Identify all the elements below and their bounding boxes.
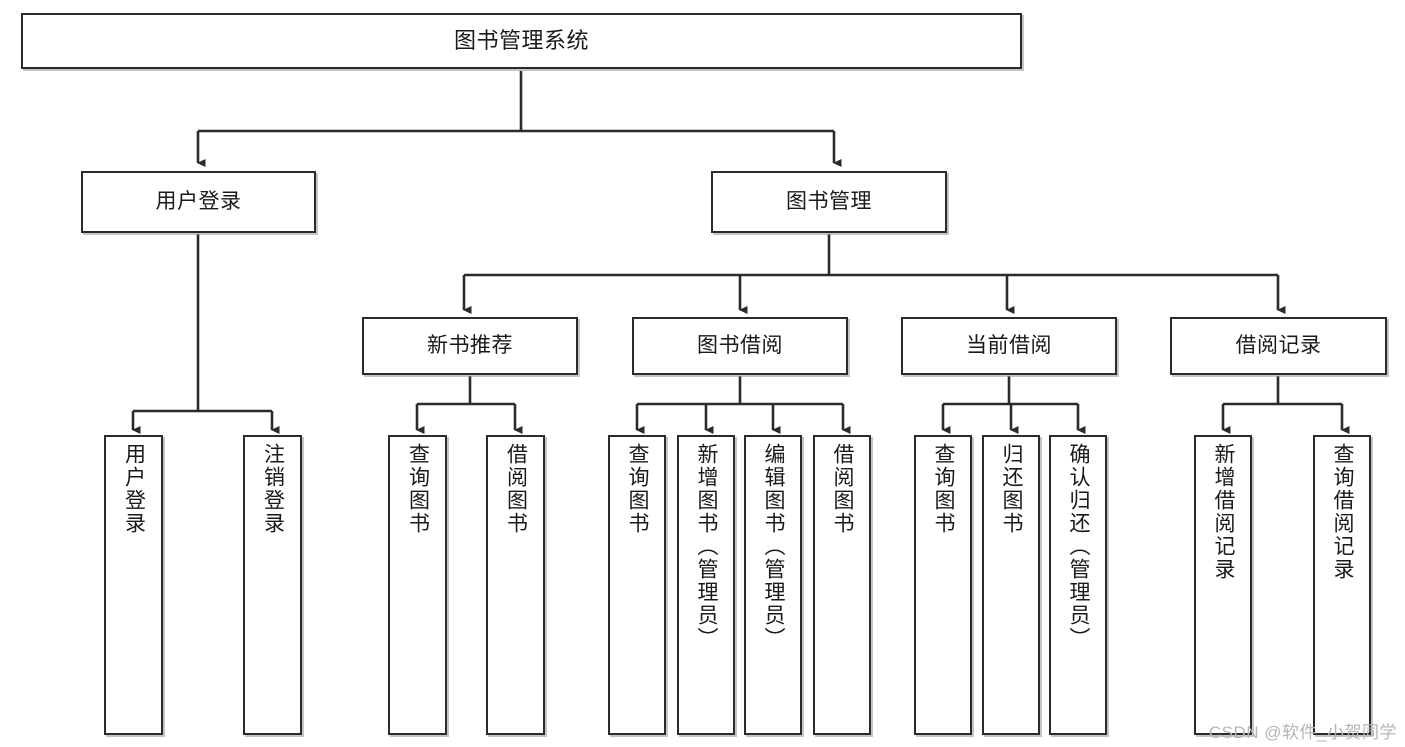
node-label: 查询图书 [626,443,650,535]
node-label: 编辑图书（管理员） [762,443,786,650]
node-label: 确认归还（管理员） [1067,443,1091,650]
leaf-query-books-borrow[interactable]: 查询图书 [608,435,666,735]
node-borrowing-records[interactable]: 借阅记录 [1170,317,1387,375]
leaf-query-books-current[interactable]: 查询图书 [914,435,972,735]
node-book-borrowing[interactable]: 图书借阅 [632,317,848,375]
node-label: 新增借阅记录 [1212,443,1236,581]
node-label: 注销登录 [261,443,285,535]
watermark-text: CSDN @软件_小贺同学 [1208,723,1397,742]
leaf-add-book-admin[interactable]: 新增图书（管理员） [677,435,735,735]
node-label: 新书推荐 [427,333,513,357]
node-label: 借阅记录 [1235,333,1322,357]
node-label: 新增图书（管理员） [695,443,719,650]
node-label: 用户登录 [122,443,146,535]
node-label: 查询借阅记录 [1331,443,1355,581]
node-label: 归还图书 [1000,443,1024,535]
leaf-user-login[interactable]: 用户登录 [104,435,163,735]
node-new-book-recommendation[interactable]: 新书推荐 [362,317,578,375]
leaf-return-books[interactable]: 归还图书 [982,435,1040,735]
leaf-query-borrow-record[interactable]: 查询借阅记录 [1313,435,1371,735]
node-label: 查询图书 [406,443,430,535]
leaf-query-books-new[interactable]: 查询图书 [388,435,447,735]
node-current-borrowing[interactable]: 当前借阅 [901,317,1117,375]
node-label: 图书借阅 [697,333,783,357]
node-label: 用户登录 [155,189,242,213]
leaf-borrow-books[interactable]: 借阅图书 [813,435,871,735]
node-label: 借阅图书 [504,443,528,535]
leaf-logout[interactable]: 注销登录 [243,435,302,735]
node-label: 图书管理 [786,189,872,213]
node-label: 图书管理系统 [453,28,589,54]
node-label: 借阅图书 [831,443,855,535]
node-book-management[interactable]: 图书管理 [711,171,947,233]
leaf-borrow-books-new[interactable]: 借阅图书 [486,435,545,735]
node-label: 当前借阅 [966,333,1052,357]
node-root-book-management-system[interactable]: 图书管理系统 [21,13,1022,69]
leaf-edit-book-admin[interactable]: 编辑图书（管理员） [744,435,802,735]
node-label: 查询图书 [932,443,956,535]
leaf-add-borrow-record[interactable]: 新增借阅记录 [1194,435,1252,735]
leaf-confirm-return-admin[interactable]: 确认归还（管理员） [1049,435,1107,735]
node-user-login[interactable]: 用户登录 [81,171,316,233]
